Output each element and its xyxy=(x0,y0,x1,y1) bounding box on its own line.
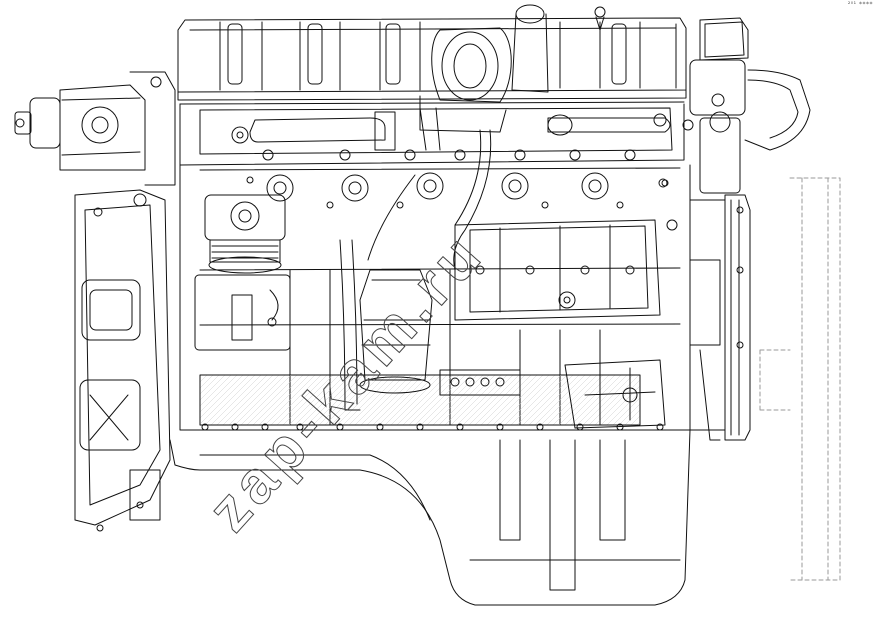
power-take-off xyxy=(14,71,176,186)
valve-cover xyxy=(177,17,687,105)
engine-block xyxy=(179,164,691,431)
fuel-pump-bracket xyxy=(439,359,666,429)
crankshaft-damper xyxy=(661,179,751,441)
turbocharger xyxy=(419,4,606,133)
thermostat-housing xyxy=(682,17,811,194)
flywheel-housing xyxy=(74,189,171,532)
cylinder-head xyxy=(179,103,685,166)
oil-filter xyxy=(339,239,433,411)
intake-manifold xyxy=(367,129,661,321)
air-compressor xyxy=(194,194,291,351)
corner-tag: ²⁰¹ **** xyxy=(847,1,873,8)
hidden-outline xyxy=(759,177,841,581)
oil-pan xyxy=(169,429,691,606)
